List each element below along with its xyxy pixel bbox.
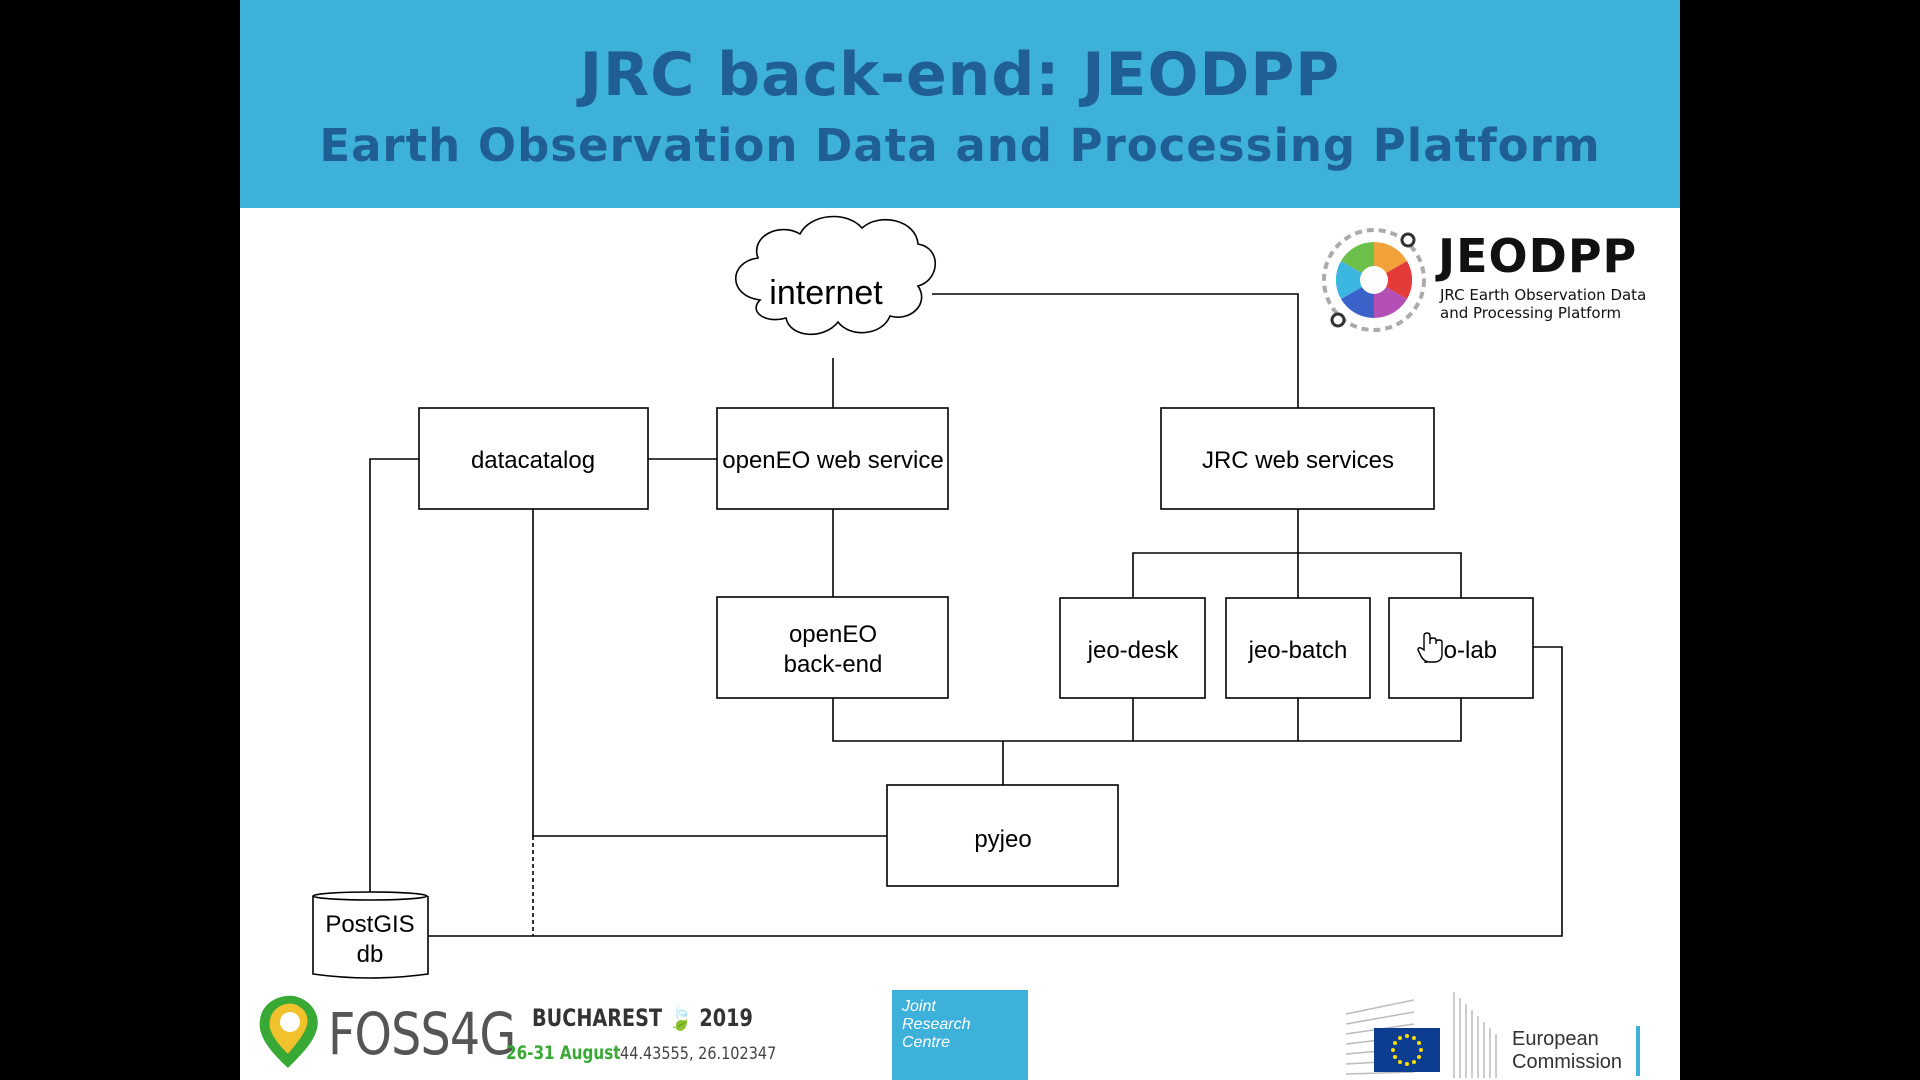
jeo-lab-box — [1388, 597, 1534, 699]
slide: JRC back-end: JEODPP Earth Observation D… — [240, 0, 1680, 1080]
ec-text: European Commission — [1512, 1028, 1632, 1074]
datacatalog-label: datacatalog — [471, 447, 595, 474]
foss4g-city-year: BUCHAREST 🍃 2019 — [532, 1004, 753, 1032]
foss4g-name: FOSS4G — [328, 1000, 516, 1068]
ec-building-icon — [1345, 992, 1497, 1078]
jeodpp-tagline-line1: JRC Earth Observation Data — [1440, 286, 1647, 304]
postgis-label-line2: db — [357, 941, 384, 968]
jrc-web-services-box — [1160, 407, 1435, 510]
connector-jeolab-postgis — [428, 646, 1563, 937]
jeo-desk-label: jeo-desk — [1087, 637, 1180, 664]
ec-accent-bar — [1636, 1026, 1640, 1076]
ec-text-line1: European — [1512, 1028, 1599, 1050]
slide-title: JRC back-end: JEODPP — [579, 40, 1341, 110]
ec-logo: European Commission — [1344, 990, 1644, 1080]
hand-cursor-icon — [1417, 632, 1443, 663]
internet-label: internet — [769, 274, 883, 312]
foss4g-year: 2019 — [699, 1004, 753, 1032]
foss4g-coords: 44.43555, 26.102347 — [620, 1044, 777, 1064]
architecture-diagram: internet datacatalog openEO web service … — [312, 215, 1563, 979]
title-band: JRC back-end: JEODPP Earth Observation D… — [240, 0, 1680, 208]
jrc-web-services-label: JRC web services — [1202, 447, 1394, 474]
openeo-backend-box — [716, 596, 949, 699]
jeo-batch-box — [1225, 597, 1371, 699]
openeo-backend-label-line1: openEO — [789, 621, 877, 648]
jeo-batch-label: jeo-batch — [1248, 637, 1348, 664]
foss4g-dates: 26-31 August — [506, 1042, 621, 1064]
foss4g-leaf-icon: 🍃 — [668, 1004, 693, 1032]
slide-subtitle: Earth Observation Data and Processing Pl… — [319, 119, 1601, 172]
internet-cloud: internet — [734, 215, 936, 336]
aperture-icon — [1322, 228, 1426, 332]
connector-split-bar — [1132, 552, 1462, 598]
postgis-cylinder — [312, 891, 429, 979]
openeo-web-service-label: openEO web service — [722, 447, 943, 474]
pyjeo-label: pyjeo — [974, 826, 1031, 853]
jrc-logo-line1: Joint — [902, 998, 936, 1015]
foss4g-logo: FOSS4G BUCHAREST 🍃 2019 26-31 August 44.… — [250, 984, 776, 1080]
eu-stars-icon — [1391, 1034, 1423, 1066]
jeodpp-tagline: JRC Earth Observation Data and Processin… — [1440, 286, 1670, 322]
openeo-web-service-box — [716, 407, 949, 510]
pyjeo-box — [886, 784, 1119, 887]
postgis-label-line1: PostGIS — [325, 911, 414, 938]
jeodpp-name: JEODPP — [1438, 229, 1638, 283]
foss4g-city: BUCHAREST — [532, 1004, 663, 1032]
jeo-desk-box — [1059, 597, 1206, 699]
jeodpp-tagline-line2: and Processing Platform — [1440, 304, 1622, 322]
connector-bottom-bar — [832, 698, 1462, 742]
connector-datacatalog-postgis — [369, 458, 419, 893]
foss4g-pin-icon — [259, 995, 318, 1068]
connector-internet-jrc — [932, 293, 1299, 408]
openeo-backend-label-line2: back-end — [784, 651, 883, 678]
jrc-logo-line3: Centre — [902, 1034, 951, 1051]
jrc-logo-text: Joint Research Centre — [902, 998, 1022, 1052]
jrc-logo-line2: Research — [902, 1016, 971, 1033]
ec-text-line2: Commission — [1512, 1051, 1623, 1073]
datacatalog-box — [418, 407, 649, 510]
jrc-logo: Joint Research Centre — [892, 990, 1028, 1080]
jeodpp-logo: JEODPP JRC Earth Observation Data and Pr… — [1320, 222, 1660, 342]
